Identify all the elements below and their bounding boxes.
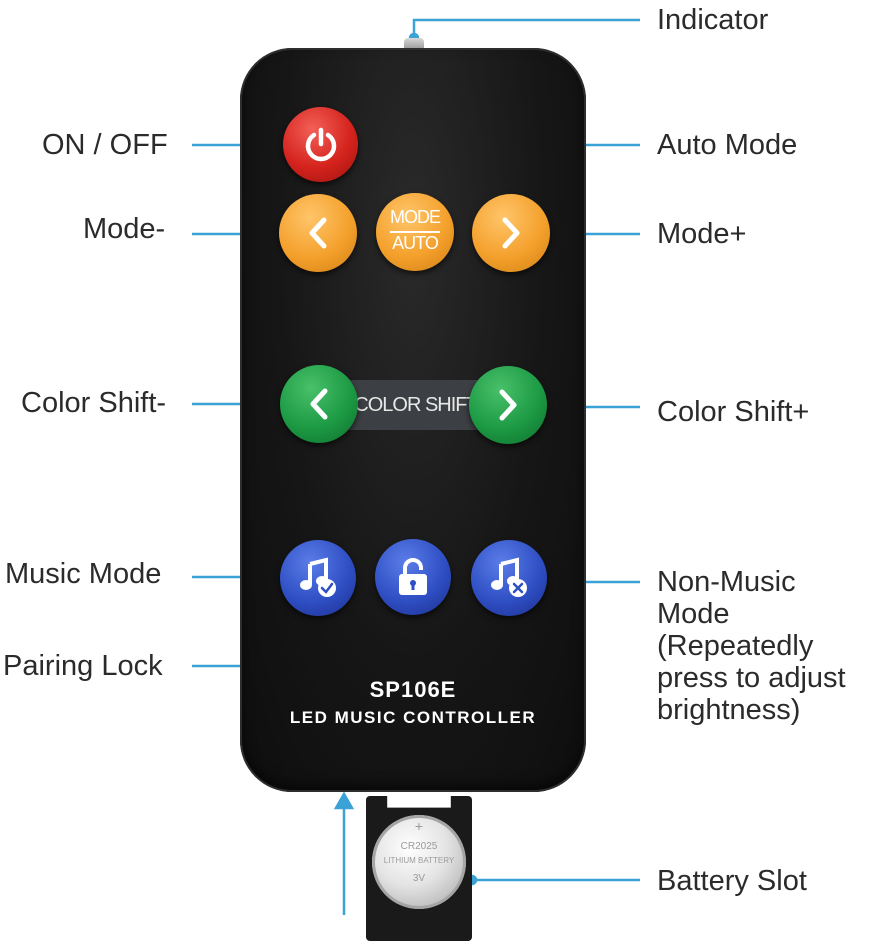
label-non-music-mode-line-1: Non-Music [657, 566, 796, 598]
chevron-left-icon [310, 388, 328, 420]
chevron-left-icon [309, 217, 327, 249]
label-color-shift-plus: Color Shift+ [657, 396, 810, 428]
battery: + CR2025 LITHIUM BATTERY 3V [372, 815, 466, 909]
non-music-mode-button[interactable] [471, 540, 547, 616]
music-mode-button[interactable] [280, 540, 356, 616]
mode-minus-button[interactable] [279, 194, 357, 272]
music-note-x-icon [491, 557, 527, 597]
power-icon [305, 127, 336, 161]
pairing-lock-button[interactable] [375, 539, 451, 615]
music-note-check-icon [300, 557, 336, 597]
label-non-music-mode-line-5: brightness) [657, 694, 801, 726]
model-name: SP106E [369, 677, 457, 702]
mode-button-divider [390, 231, 440, 233]
label-non-music-mode-line-3: (Repeatedly [657, 630, 814, 662]
chevron-right-icon [502, 217, 520, 249]
product-name: LED MUSIC CONTROLLER [289, 708, 537, 727]
mode-button-bottom-text: AUTO [392, 233, 439, 253]
battery-plus: + [414, 818, 424, 834]
label-indicator: Indicator [657, 4, 769, 36]
label-color-shift-minus: Color Shift- [21, 387, 167, 419]
battery-type: LITHIUM BATTERY [383, 856, 455, 865]
chevron-right-icon [499, 389, 517, 421]
power-button[interactable] [283, 107, 358, 182]
mode-plus-button[interactable] [472, 194, 550, 272]
color-shift-bar-text: COLOR SHIFT [354, 394, 478, 416]
label-pairing-lock: Pairing Lock [3, 650, 163, 682]
label-battery-slot: Battery Slot [657, 865, 807, 897]
battery-model: CR2025 [400, 841, 438, 852]
battery-voltage: 3V [412, 873, 426, 884]
leader-battery-arrowhead [333, 791, 355, 810]
color-shift-minus-button[interactable] [280, 365, 358, 443]
label-mode-minus: Mode- [83, 213, 166, 245]
label-on-off: ON / OFF [42, 129, 168, 161]
mode-button-top-text: MODE [390, 207, 441, 227]
label-non-music-mode: Non-Music Mode (Repeatedly press to adju… [657, 566, 846, 726]
label-non-music-mode-line-2: Mode [657, 598, 730, 630]
label-auto-mode: Auto Mode [657, 129, 798, 161]
color-shift-plus-button[interactable] [469, 366, 547, 444]
label-non-music-mode-line-4: press to adjust [657, 662, 846, 694]
unlock-icon [399, 558, 427, 595]
auto-mode-button[interactable]: MODE AUTO [376, 193, 454, 271]
label-mode-plus: Mode+ [657, 218, 747, 250]
label-music-mode: Music Mode [5, 558, 162, 590]
leader-indicator [412, 18, 640, 38]
